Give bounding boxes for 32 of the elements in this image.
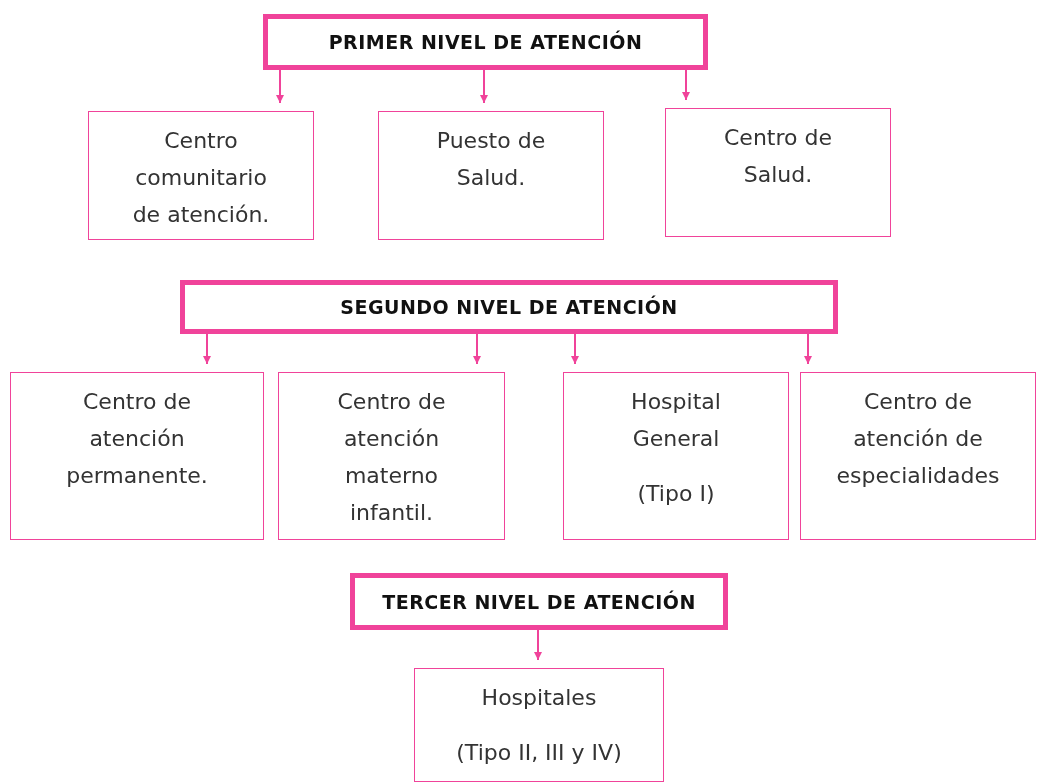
facility-box bbox=[88, 111, 314, 240]
arrow bbox=[473, 333, 481, 365]
header-text: PRIMER NIVEL DE ATENCIÓN bbox=[328, 31, 643, 53]
facility-text: (Tipo I) bbox=[637, 480, 715, 508]
facility-text: Hospital General bbox=[630, 388, 722, 453]
arrow bbox=[571, 333, 579, 365]
facility-box bbox=[800, 372, 1036, 540]
facility-box bbox=[10, 372, 264, 540]
level-header-box bbox=[180, 280, 838, 334]
facility-box bbox=[665, 108, 891, 237]
arrow bbox=[534, 629, 542, 661]
level-header-box bbox=[263, 14, 708, 70]
header-text: SEGUNDO NIVEL DE ATENCIÓN bbox=[340, 296, 678, 318]
arrow bbox=[276, 69, 284, 104]
facility-text: Centro de Salud. bbox=[723, 124, 833, 189]
facility-box bbox=[563, 372, 789, 540]
arrow bbox=[804, 333, 812, 365]
facility-text: Centro de atención materno infantil. bbox=[336, 388, 447, 527]
facility-text: Puesto de Salud. bbox=[435, 127, 547, 192]
header-text: TERCER NIVEL DE ATENCIÓN bbox=[382, 590, 696, 613]
arrow bbox=[480, 69, 488, 104]
facility-text: Centro de atención permanente. bbox=[65, 388, 209, 490]
facility-text: Centro comunitario de atención. bbox=[131, 127, 271, 229]
arrow bbox=[203, 333, 211, 365]
facility-box bbox=[378, 111, 604, 240]
facility-text: Centro de atención de especialidades bbox=[835, 388, 1001, 490]
facility-box bbox=[414, 668, 664, 782]
facility-text: Hospitales bbox=[481, 684, 597, 712]
facility-text: (Tipo II, III y IV) bbox=[456, 739, 622, 767]
facility-box bbox=[278, 372, 505, 540]
arrow bbox=[682, 69, 690, 101]
level-header-box bbox=[350, 573, 728, 630]
